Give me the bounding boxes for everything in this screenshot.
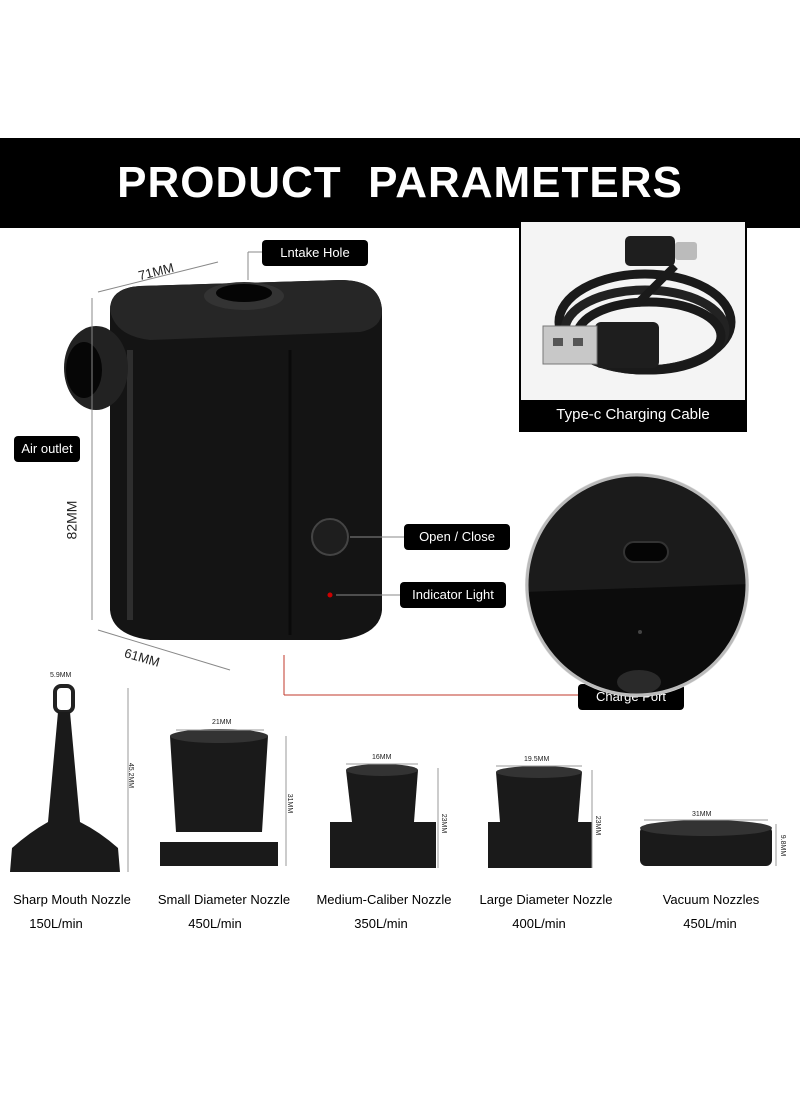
nozzle-4-name: Large Diameter Nozzle <box>479 892 613 907</box>
nozzle-4-flow: 400L/min <box>512 916 566 931</box>
indicator-light-label: Indicator Light <box>400 582 506 608</box>
page-title: PRODUCT PARAMETERS <box>117 158 683 207</box>
nozzle-2-name: Small Diameter Nozzle <box>157 892 291 907</box>
dim-height: 82MM <box>63 500 80 540</box>
nozzle-1-name: Sharp Mouth Nozzle <box>13 892 131 907</box>
nozzle-4-height: 23MM <box>594 815 602 836</box>
nozzle-1-flow: 150L/min <box>29 916 83 931</box>
nozzle-5-flow: 450L/min <box>683 916 737 931</box>
cable-caption: Type-c Charging Cable <box>521 400 745 430</box>
air-outlet-label: Air outlet <box>14 436 80 462</box>
nozzle-5-height: 9.8MM <box>779 834 787 857</box>
nozzle-5-name: Vacuum Nozzles <box>662 892 760 907</box>
nozzle-3-name: Medium-Caliber Nozzle <box>316 892 452 907</box>
open-close-label: Open / Close <box>404 524 510 550</box>
nozzle-3-width: 16MM <box>372 754 392 761</box>
intake-hole-label: Lntake Hole <box>262 240 368 266</box>
pump-illustration <box>64 251 404 680</box>
nozzle-3-height: 23MM <box>440 813 448 834</box>
nozzles-illustration <box>10 684 777 872</box>
nozzle-3-flow: 350L/min <box>354 916 408 931</box>
nozzle-1-width: 5.9MM <box>50 672 72 679</box>
nozzle-2-width: 21MM <box>212 719 232 726</box>
nozzle-2-height: 31MM <box>286 793 294 814</box>
charge-port-leader <box>283 655 578 696</box>
header-banner <box>0 138 800 228</box>
nozzle-5-width: 31MM <box>692 811 712 818</box>
port-zoom-circle <box>525 473 749 697</box>
nozzle-2-flow: 450L/min <box>188 916 242 931</box>
nozzle-1-height: 45.2MM <box>127 762 135 789</box>
nozzle-4-width: 19.5MM <box>524 756 550 763</box>
cable-illustration <box>542 236 736 375</box>
